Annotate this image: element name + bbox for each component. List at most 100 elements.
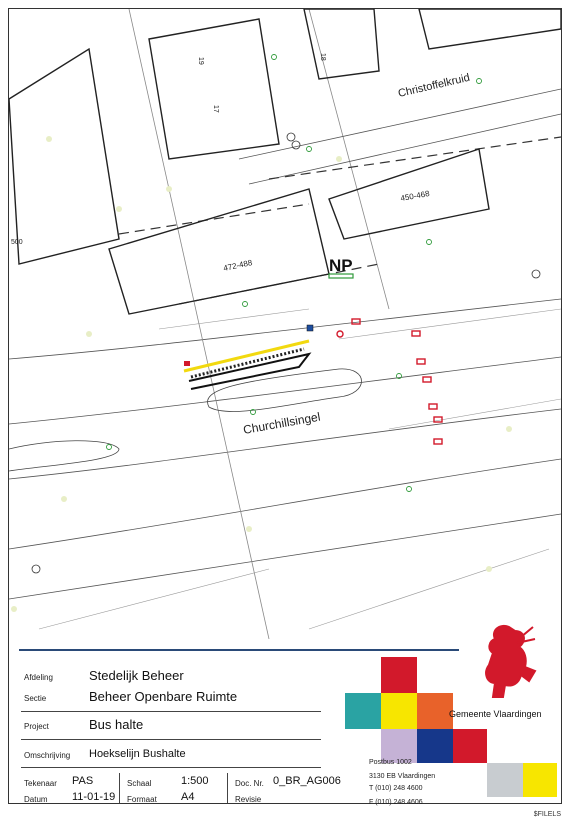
divider	[21, 739, 321, 740]
divider	[21, 767, 321, 768]
np-sign-label: NP	[329, 256, 353, 275]
dashed-line	[118, 203, 310, 235]
divider	[21, 711, 321, 712]
bus-stop-sign-icon	[306, 324, 314, 332]
tree-icon	[242, 301, 248, 307]
red-marker	[428, 403, 438, 410]
address-line: 3130 EB Vlaardingen	[369, 773, 436, 780]
lamp-dot	[486, 566, 492, 572]
house-number: 450-468	[400, 189, 431, 203]
tree-icon	[396, 373, 402, 379]
logo-square-yellow	[381, 693, 417, 729]
lamp-dot	[11, 606, 17, 612]
afdeling-value: Stedelijk Beheer	[89, 668, 184, 683]
house-number: 472-488	[223, 258, 254, 273]
traffic-island	[207, 368, 362, 412]
lamp-dot	[336, 156, 342, 162]
tekenaar-label: Tekenaar	[24, 779, 57, 788]
curb-line	[38, 568, 270, 630]
logo-square-red	[381, 657, 417, 693]
bus-stop-yellow-line	[183, 339, 310, 373]
curb-line	[338, 308, 561, 340]
fax-number: F (010) 248 4606	[369, 799, 423, 806]
red-marker	[336, 330, 344, 338]
formaat-label: Formaat	[127, 795, 157, 804]
project-label: Project	[24, 722, 49, 731]
house-number: 19	[197, 57, 204, 65]
tekenaar-value: PAS	[72, 775, 94, 787]
road-edge	[248, 113, 561, 185]
schaal-value: 1:500	[181, 775, 209, 787]
road-edge	[9, 356, 561, 425]
curb-line	[308, 548, 550, 630]
logo-square-lavender	[381, 729, 417, 763]
red-marker	[433, 416, 443, 423]
house-number: 500	[11, 239, 23, 246]
tree-icon	[250, 409, 256, 415]
utility-icon	[291, 140, 301, 150]
red-marker	[411, 330, 421, 337]
red-marker	[433, 438, 443, 445]
road-edge	[9, 408, 561, 480]
sectie-label: Sectie	[24, 694, 47, 703]
logo-square-blue	[417, 729, 453, 763]
lamp-dot	[116, 206, 122, 212]
traffic-island	[9, 440, 120, 472]
site-map: NP Christoffelkruid Churchillsingel 19 1…	[9, 9, 561, 639]
tree-icon	[476, 78, 482, 84]
dashed-line	[268, 136, 561, 180]
utility-icon	[286, 132, 296, 142]
logo-square-yellow	[523, 763, 557, 797]
red-marker	[416, 358, 426, 365]
footer-code: $FILELS	[533, 811, 561, 818]
logo-square-teal	[345, 693, 381, 729]
logo-square-grey	[487, 763, 523, 797]
building-block	[303, 9, 380, 80]
curb-line	[388, 398, 561, 430]
drawing-sheet: NP Christoffelkruid Churchillsingel 19 1…	[8, 8, 562, 806]
address-line: Postbus 1002	[369, 759, 412, 766]
tree-icon	[306, 146, 312, 152]
docnr-label: Doc. Nr.	[235, 779, 264, 788]
lamp-dot	[86, 331, 92, 337]
street-label-churchillsingel: Churchillsingel	[242, 410, 321, 437]
utility-icon	[531, 269, 541, 279]
logo-square-red	[453, 729, 487, 763]
revisie-label: Revisie	[235, 795, 262, 804]
project-value: Bus halte	[89, 717, 144, 732]
title-rule	[19, 649, 459, 651]
sectie-value: Beheer Openbare Ruimte	[89, 689, 238, 704]
road-edge	[9, 513, 561, 600]
road-edge	[128, 9, 270, 639]
building-block	[418, 9, 561, 50]
tree-icon	[426, 239, 432, 245]
omschrijving-value: Hoekselijn Bushalte	[89, 748, 186, 760]
building-block	[108, 188, 330, 315]
road-edge	[9, 298, 561, 360]
tree-icon	[406, 486, 412, 492]
lamp-dot	[246, 526, 252, 532]
divider	[227, 773, 228, 803]
tree-icon	[106, 444, 112, 450]
datum-value: 11-01-19	[72, 791, 116, 803]
omschrijving-label: Omschrijving	[24, 751, 71, 760]
datum-label: Datum	[24, 795, 48, 804]
docnr-value: 0_BR_AG006	[273, 775, 341, 787]
red-marker	[351, 318, 361, 325]
road-edge	[9, 458, 561, 550]
lion-crest-icon	[485, 625, 537, 698]
building-block	[148, 18, 280, 160]
divider	[119, 773, 120, 803]
building-block	[328, 148, 490, 240]
formaat-value: A4	[181, 791, 195, 803]
curb-line	[158, 308, 310, 330]
schaal-label: Schaal	[127, 779, 152, 788]
np-sign-bar	[328, 273, 354, 279]
street-label-christoffelkruid: Christoffelkruid	[397, 72, 471, 100]
road-edge	[308, 9, 390, 310]
logo-square-orange	[417, 693, 453, 729]
red-marker	[422, 376, 432, 383]
house-number: 18	[319, 53, 326, 61]
house-number: 17	[212, 105, 219, 113]
tree-icon	[271, 54, 277, 60]
